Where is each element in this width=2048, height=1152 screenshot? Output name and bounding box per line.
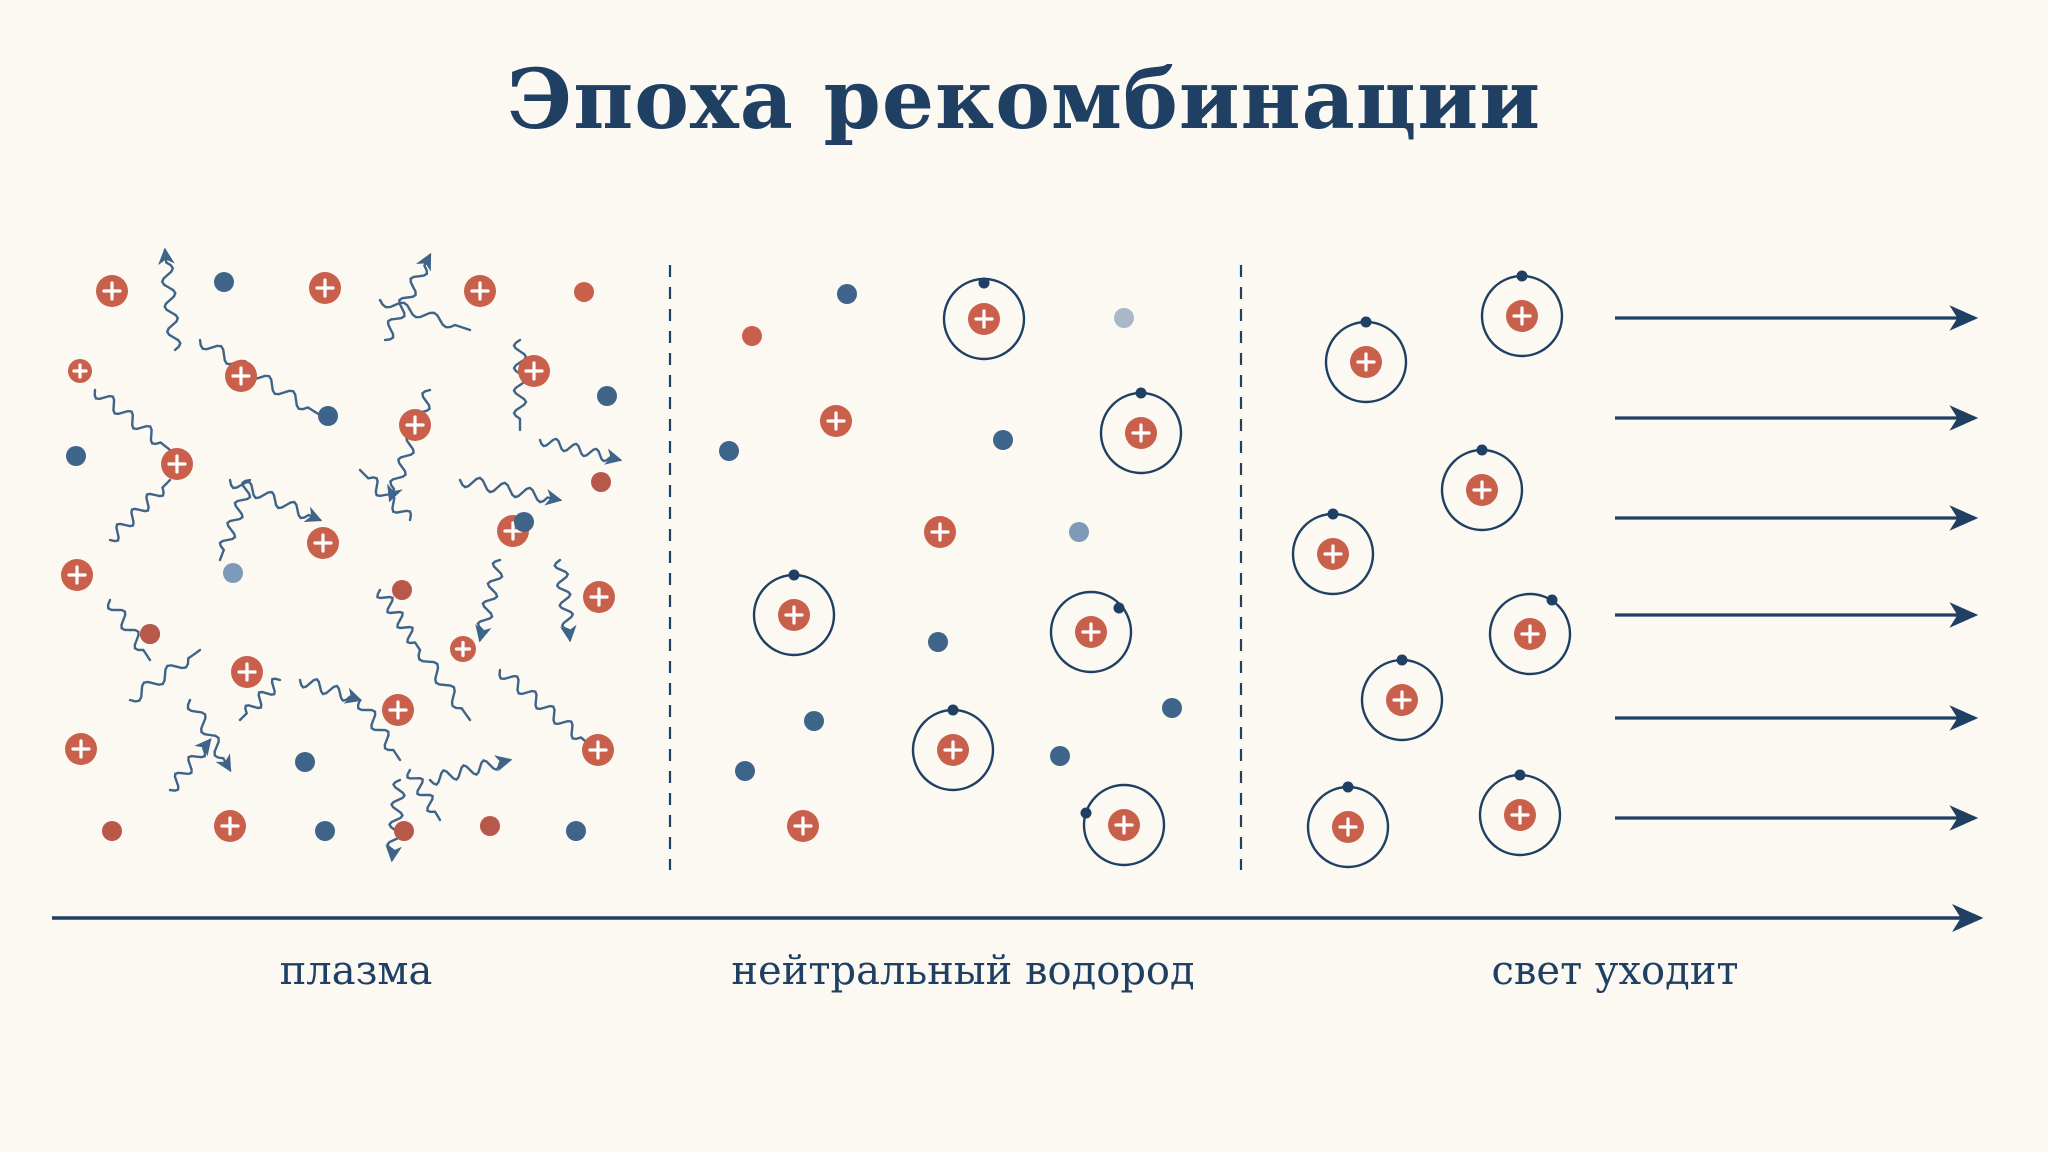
electron-icon [719,441,739,461]
electron-icon [928,632,948,652]
photon-icon [538,437,623,465]
red-particle-icon [102,821,122,841]
proton-icon [382,694,414,726]
proton-icon [68,359,92,383]
electron-icon [1069,522,1089,542]
proton-icon [96,275,128,307]
hydrogen-atom-icon [1049,590,1133,674]
photon-icon [385,778,406,863]
proton-icon [787,810,819,842]
photon-icon [383,252,432,342]
photon-icon [553,558,577,643]
photon-icon [238,677,282,722]
electron-icon [597,386,617,406]
hydrogen-atom-icon [1478,769,1562,857]
hydrogen-atom-icon [911,704,995,792]
electron-icon [566,821,586,841]
proton-icon [924,516,956,548]
particles [61,270,1572,869]
photon-icon [158,247,182,352]
hydrogen-atom-icon [1291,508,1375,596]
photon-icon [376,588,422,652]
hydrogen-atom-icon [1488,592,1572,676]
photon-icon [356,698,402,762]
proton-icon [214,810,246,842]
photon-icon [475,558,504,643]
photon-icon [512,338,528,432]
photon-icon [186,698,232,773]
photon-icon [108,478,172,543]
red-particle-icon [480,816,500,836]
electron-icon [514,512,534,532]
stage-label-neutral-hydrogen: нейтральный водород [731,948,1195,994]
photon-icon [128,648,202,703]
electron-icon [1162,698,1182,718]
hydrogen-atom-icon [1099,387,1183,475]
red-particle-icon [140,624,160,644]
photons [93,247,623,863]
photon-icon [168,738,212,792]
photon-icon [298,677,363,704]
electron-icon [318,406,338,426]
electron-icon [993,430,1013,450]
photon-icon [218,478,252,562]
proton-icon [161,448,193,480]
hydrogen-atom-icon [1360,654,1444,742]
electron-icon [837,284,857,304]
proton-icon [307,527,339,559]
red-particle-icon [742,326,762,346]
photon-icon [228,478,323,523]
photon-icon [428,755,513,787]
stage-label-plasma: плазма [279,948,433,994]
hydrogen-atom-icon [752,569,836,657]
hydrogen-atom-icon [1480,270,1564,358]
electron-icon [66,446,86,466]
proton-icon [231,656,263,688]
photon-icon [387,388,432,503]
electron-icon [315,821,335,841]
photon-icon [458,476,563,506]
red-particle-icon [392,580,412,600]
photon-icon [358,468,413,522]
proton-icon [225,360,257,392]
proton-icon [61,559,93,591]
proton-icon [820,405,852,437]
red-particle-icon [394,821,414,841]
electron-icon [223,563,243,583]
photon-icon [406,768,442,822]
electron-icon [735,761,755,781]
proton-icon [450,636,476,662]
escaping-light [1615,305,1979,831]
hydrogen-atom-icon [1440,444,1524,532]
proton-icon [464,275,496,307]
photon-icon [106,598,152,662]
hydrogen-atom-icon [942,277,1026,361]
photon-icon [198,338,322,417]
stage-label-light-escapes: свет уходит [1491,948,1739,994]
proton-icon [309,272,341,304]
proton-icon [583,581,615,613]
photon-icon [498,668,592,747]
electron-icon [1114,308,1134,328]
electron-icon [214,272,234,292]
proton-icon [582,734,614,766]
photon-icon [378,298,472,332]
hydrogen-atom-icon [1306,781,1390,869]
electron-icon [804,711,824,731]
red-particle-icon [574,282,594,302]
photon-icon [93,388,172,452]
hydrogen-atom-icon [1324,316,1408,404]
proton-icon [518,355,550,387]
proton-icon [399,409,431,441]
page-title: Эпоха рекомбинации [506,52,1542,148]
hydrogen-atom-icon [1080,783,1166,867]
photon-icon [417,648,472,722]
red-particle-icon [591,472,611,492]
electron-icon [1050,746,1070,766]
electron-icon [295,752,315,772]
proton-icon [65,733,97,765]
